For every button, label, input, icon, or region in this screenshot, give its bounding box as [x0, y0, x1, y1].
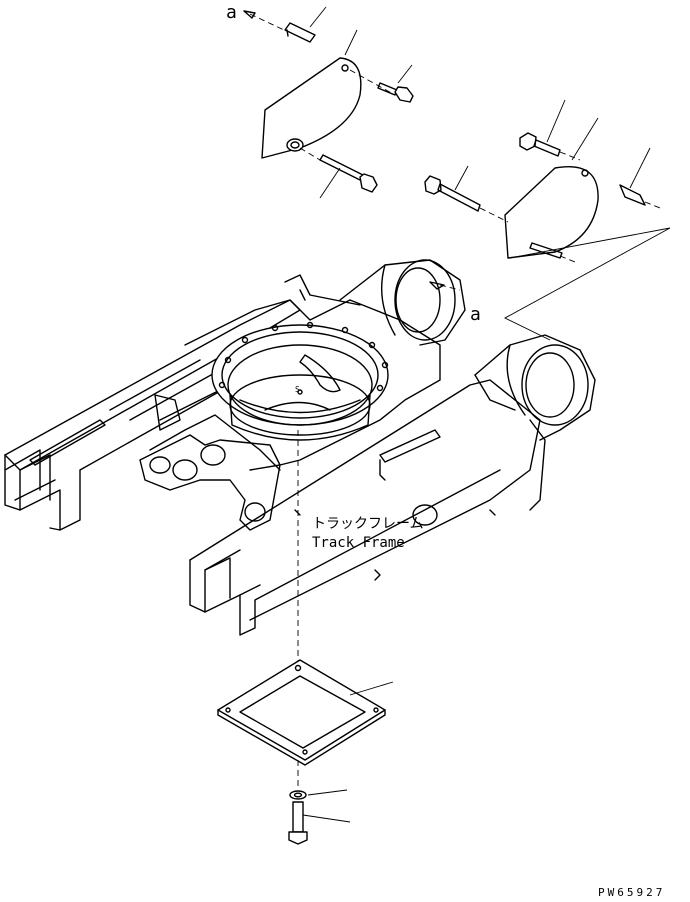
frame-label-en: Track Frame	[312, 535, 405, 551]
drawing-code: PW65927	[598, 886, 665, 899]
ref-a-right: a	[470, 304, 481, 325]
track-frame: S	[4, 259, 596, 636]
ref-a-top: a	[226, 2, 237, 23]
upper-left-cover-assembly: a	[226, 2, 414, 199]
right-cover-assembly: a	[424, 99, 671, 341]
undercover-assembly	[217, 430, 394, 845]
swing-mark: S	[295, 385, 300, 394]
swing-circle-bolt-holes	[218, 321, 389, 395]
frame-label-jp: トラックフレーム	[312, 516, 424, 532]
